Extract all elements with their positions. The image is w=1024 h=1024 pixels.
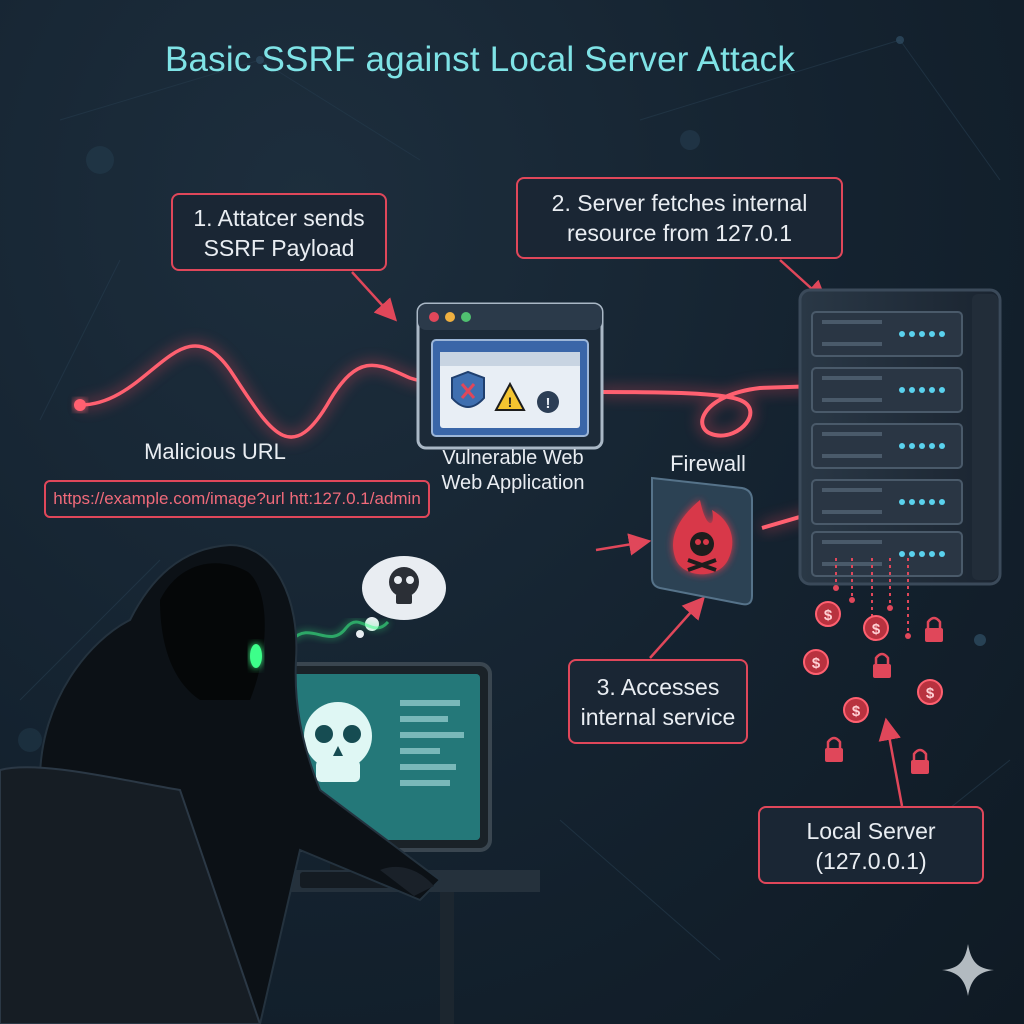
coin-icon: $ bbox=[843, 697, 869, 723]
callout-local-server: Local Server (127.0.0.1) bbox=[758, 806, 984, 884]
status-led bbox=[919, 331, 925, 337]
lock-icon bbox=[825, 736, 843, 762]
rack-unit bbox=[811, 479, 963, 525]
rack-unit bbox=[811, 423, 963, 469]
status-led bbox=[909, 551, 915, 557]
hacker-figure bbox=[0, 543, 442, 1024]
status-led bbox=[939, 387, 945, 393]
status-led bbox=[919, 551, 925, 557]
malicious-url-value: https://example.com/image?url htt:127.0.… bbox=[44, 480, 430, 518]
callout-step-2: 2. Server fetches internal resource from… bbox=[516, 177, 843, 259]
callout-step-3: 3. Accesses internal service bbox=[568, 659, 748, 744]
status-led bbox=[909, 499, 915, 505]
data-leak: $ $ $ $ $ bbox=[803, 558, 943, 774]
rack-unit bbox=[811, 311, 963, 357]
status-led bbox=[929, 331, 935, 337]
status-led bbox=[929, 443, 935, 449]
callout-step-1: 1. Attatcer sends SSRF Payload bbox=[171, 193, 387, 271]
server-rack bbox=[798, 288, 1002, 586]
firewall-label: Firewall bbox=[670, 451, 746, 476]
status-led bbox=[909, 443, 915, 449]
web-app-window: ! ! bbox=[416, 302, 604, 450]
status-led bbox=[929, 387, 935, 393]
vulnerable-app-label-2: Web Application bbox=[441, 472, 585, 494]
payload-wave bbox=[74, 341, 479, 442]
status-led bbox=[899, 387, 905, 393]
malicious-url-label: Malicious URL bbox=[144, 439, 286, 464]
rack-unit bbox=[811, 531, 963, 577]
thought-bubble bbox=[356, 556, 446, 638]
lock-icon bbox=[925, 616, 943, 642]
sparkle-logo-icon bbox=[942, 944, 994, 996]
status-led bbox=[939, 443, 945, 449]
svg-text:$: $ bbox=[824, 607, 833, 624]
page-title: Basic SSRF against Local Server Attack bbox=[164, 40, 796, 79]
lock-icon bbox=[911, 748, 929, 774]
status-led bbox=[919, 499, 925, 505]
status-led bbox=[899, 499, 905, 505]
green-smoke bbox=[290, 620, 390, 642]
status-led bbox=[919, 443, 925, 449]
svg-text:!: ! bbox=[546, 395, 551, 412]
svg-text:$: $ bbox=[926, 685, 935, 702]
status-led bbox=[939, 551, 945, 557]
lock-icon bbox=[873, 652, 891, 678]
status-led bbox=[939, 331, 945, 337]
status-led bbox=[919, 387, 925, 393]
svg-text:$: $ bbox=[812, 655, 821, 672]
coin-icon: $ bbox=[863, 615, 889, 641]
rack-unit bbox=[811, 367, 963, 413]
background-dots bbox=[18, 36, 986, 752]
status-led bbox=[929, 499, 935, 505]
firewall-box bbox=[651, 476, 753, 606]
svg-text:$: $ bbox=[852, 703, 861, 720]
coin-icon: $ bbox=[803, 649, 829, 675]
status-led bbox=[899, 331, 905, 337]
status-led bbox=[899, 551, 905, 557]
svg-text:$: $ bbox=[872, 621, 881, 638]
vulnerable-app-label-1: Vulnerable Web bbox=[442, 447, 584, 469]
fetch-arrow bbox=[599, 365, 862, 440]
svg-text:!: ! bbox=[508, 394, 513, 410]
status-led bbox=[899, 443, 905, 449]
status-led bbox=[909, 331, 915, 337]
coin-icon: $ bbox=[815, 601, 841, 627]
status-led bbox=[939, 499, 945, 505]
status-led bbox=[909, 387, 915, 393]
coin-icon: $ bbox=[917, 679, 943, 705]
status-led bbox=[929, 551, 935, 557]
